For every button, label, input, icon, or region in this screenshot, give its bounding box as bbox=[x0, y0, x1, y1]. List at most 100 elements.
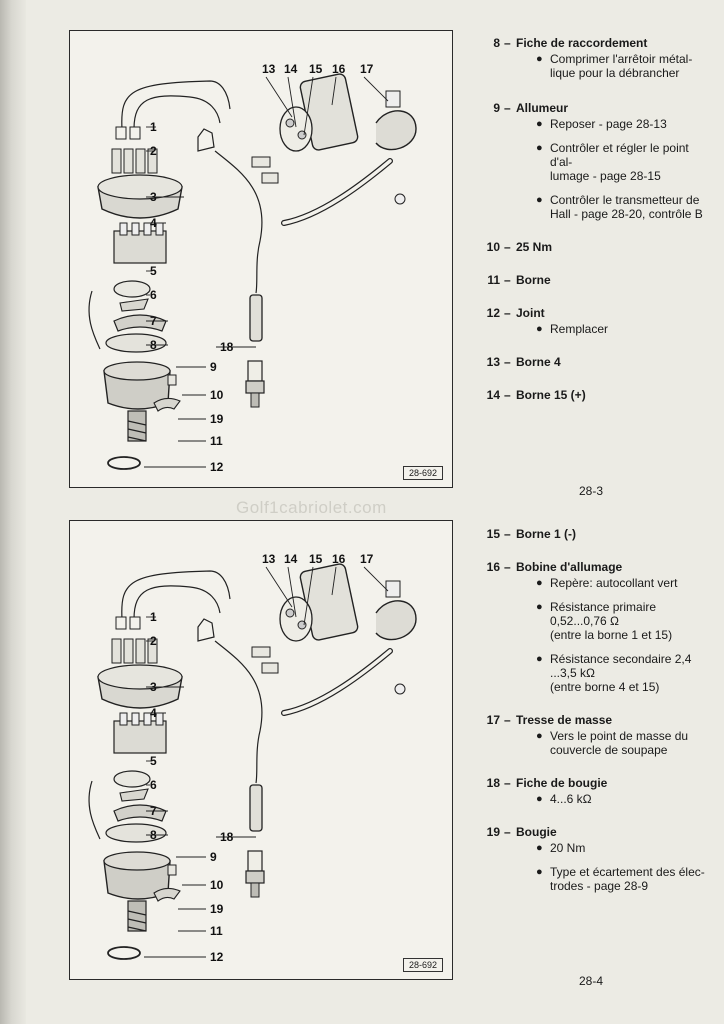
coil-bracket bbox=[375, 600, 417, 641]
bullet-icon: ● bbox=[536, 793, 543, 805]
coil-bracket bbox=[375, 110, 417, 151]
base-plate bbox=[105, 333, 167, 353]
callout-number: 13 bbox=[262, 62, 276, 76]
legend-entry: 12–Joint●Remplacer bbox=[478, 306, 714, 336]
wire-terminal bbox=[115, 616, 127, 630]
rotor-arm bbox=[113, 804, 167, 822]
entry-note: ●Contrôler et régler le point d'al-lumag… bbox=[536, 141, 689, 183]
small-connector bbox=[251, 646, 271, 658]
terminal-post bbox=[285, 608, 295, 618]
bracket-tab bbox=[385, 90, 401, 108]
rotor-pin bbox=[131, 712, 140, 726]
watermark: Golf1cabriolet.com bbox=[236, 498, 387, 517]
callout-number: 8 bbox=[150, 828, 157, 842]
entry-dash: – bbox=[504, 713, 511, 727]
earth-strap-inner bbox=[282, 159, 392, 225]
entry-note: ●Repère: autocollant vert bbox=[536, 576, 678, 590]
rotor-pin bbox=[155, 712, 164, 726]
entry-title: Fiche de bougie bbox=[516, 776, 608, 790]
callout-number: 1 bbox=[150, 610, 157, 624]
callout-number: 14 bbox=[284, 552, 298, 566]
bullet-icon: ● bbox=[536, 142, 543, 154]
plug-cap bbox=[123, 638, 134, 664]
entry-dash: – bbox=[504, 273, 511, 287]
ignition-wire-left bbox=[121, 80, 231, 130]
callout-leader bbox=[331, 76, 337, 106]
callout-number: 11 bbox=[210, 434, 223, 448]
page-number-bottom: 28-4 bbox=[579, 974, 604, 988]
legend-entry: 17–Tresse de masse●Vers le point de mass… bbox=[478, 713, 714, 757]
rotor-housing bbox=[113, 720, 167, 754]
entry-dash: – bbox=[504, 36, 511, 50]
clamp bbox=[153, 887, 181, 902]
bolt bbox=[167, 374, 177, 386]
small-part bbox=[119, 788, 149, 802]
entry-title: Fiche de raccordement bbox=[516, 36, 648, 50]
earth-bolt bbox=[394, 683, 406, 695]
rotor-housing bbox=[113, 230, 167, 264]
entry-number: 19 bbox=[486, 825, 500, 839]
callout-number: 19 bbox=[210, 412, 224, 426]
callout-number: 16 bbox=[332, 552, 346, 566]
callout-number: 19 bbox=[210, 902, 224, 916]
plug-cap bbox=[123, 148, 134, 174]
figure-reference: 28-692 bbox=[402, 958, 443, 972]
callout-number: 10 bbox=[210, 388, 224, 402]
legend-bottom: 15–Borne 1 (-)16–Bobine d'allumage●Repèr… bbox=[478, 527, 714, 893]
legend-entry: 15–Borne 1 (-) bbox=[478, 527, 714, 541]
entry-title: Bobine d'allumage bbox=[516, 560, 623, 574]
callout-number: 15 bbox=[309, 62, 323, 76]
bullet-icon: ● bbox=[536, 842, 543, 854]
callout-number: 3 bbox=[150, 190, 157, 204]
entry-number: 15 bbox=[486, 527, 500, 541]
earth-strap bbox=[281, 648, 393, 716]
body-top bbox=[103, 851, 171, 871]
entry-dash: – bbox=[504, 776, 511, 790]
ignition-wire-center bbox=[133, 95, 221, 130]
callout-number: 4 bbox=[150, 216, 157, 230]
wire-terminal bbox=[129, 126, 141, 140]
legend-top: 8–Fiche de raccordement●Comprimer l'arrê… bbox=[478, 36, 714, 402]
entry-title: Bougie bbox=[516, 825, 557, 839]
callout-number: 8 bbox=[150, 338, 157, 352]
entry-dash: – bbox=[504, 355, 511, 369]
spark-plug-connector bbox=[249, 294, 263, 342]
callout-number: 17 bbox=[360, 62, 374, 76]
entry-note: ●Reposer - page 28-13 bbox=[536, 117, 667, 131]
entry-note: ●20 Nm bbox=[536, 841, 586, 855]
bullet-icon: ● bbox=[536, 323, 543, 335]
entry-title: Borne bbox=[516, 273, 551, 287]
page-number-top: 28-3 bbox=[579, 484, 604, 498]
legend-entry: 9–Allumeur●Reposer - page 28-13●Contrôle… bbox=[478, 101, 714, 221]
entry-note: ●4...6 kΩ bbox=[536, 792, 592, 806]
callout-leader bbox=[331, 566, 337, 596]
rotor-pin bbox=[119, 712, 128, 726]
wire-terminal bbox=[129, 616, 141, 630]
plug-cap bbox=[135, 148, 146, 174]
earth-strap bbox=[281, 158, 393, 226]
entry-title: Borne 1 (-) bbox=[516, 527, 576, 541]
callout-number: 6 bbox=[150, 288, 157, 302]
bullet-icon: ● bbox=[536, 577, 543, 589]
callout-number: 18 bbox=[220, 340, 234, 354]
seal-ring bbox=[107, 456, 141, 470]
callout-number: 7 bbox=[150, 314, 157, 328]
callout-leader bbox=[303, 566, 314, 626]
small-connector bbox=[251, 156, 271, 168]
ignition-wire-left bbox=[121, 570, 231, 620]
plug-cap bbox=[147, 148, 158, 174]
entry-number: 10 bbox=[486, 240, 500, 254]
callout-leader bbox=[287, 566, 297, 618]
page-binding-edge bbox=[0, 0, 26, 1024]
cap-top bbox=[97, 664, 183, 690]
callout-number: 1 bbox=[150, 120, 157, 134]
callout-number: 4 bbox=[150, 706, 157, 720]
entry-title: Borne 4 bbox=[516, 355, 561, 369]
bolt bbox=[167, 864, 177, 876]
callout-number: 15 bbox=[309, 552, 323, 566]
rotor-pin bbox=[119, 222, 128, 236]
callout-number: 12 bbox=[210, 460, 224, 474]
entry-dash: – bbox=[504, 527, 511, 541]
